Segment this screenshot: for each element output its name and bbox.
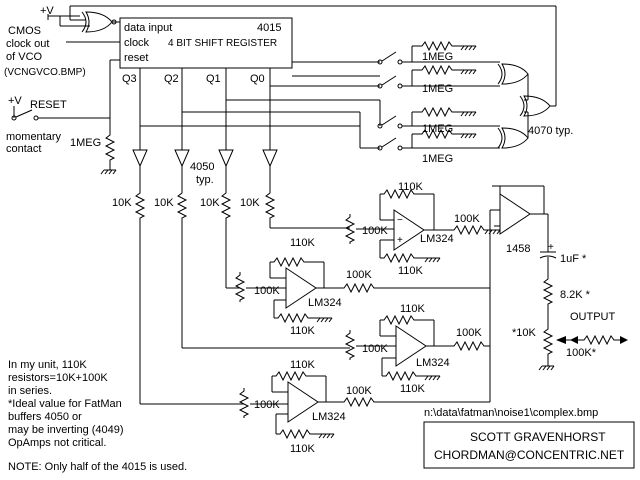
reset-resistor-label: 1MEG	[70, 137, 101, 149]
r100k-out-label: 100K*	[566, 347, 597, 359]
q0-label: Q0	[250, 73, 265, 85]
xor-gate-c	[519, 95, 551, 117]
summing-amp-1458	[484, 185, 548, 402]
one-meg-resistors	[411, 41, 477, 148]
vco-file-label: (VCNGVCO.BMP)	[4, 67, 86, 78]
q0-feedback-label: 110K	[398, 181, 424, 193]
note-line-4: *Ideal value for FatMan	[8, 398, 122, 410]
q3-pot-label: 100K	[254, 399, 280, 411]
output-label: OUTPUT	[570, 311, 616, 323]
q1-opamp-label: LM324	[308, 297, 342, 309]
cap-label: 1uF *	[560, 253, 587, 265]
of-vco-label: of VCO	[6, 51, 43, 63]
sr-clock: clock	[124, 37, 150, 49]
q1-label: Q1	[206, 73, 221, 85]
clock-out-label: clock out	[6, 38, 49, 50]
sr-data-input: data input	[124, 22, 172, 34]
note-line-1: In my unit, 110K	[8, 359, 87, 371]
q3-gnd-label: 110K	[290, 443, 316, 455]
svg-text:+: +	[397, 235, 403, 246]
op1458-label: 1458	[506, 243, 530, 255]
buffer-q1	[218, 149, 234, 167]
r10k-label-1: 10K	[112, 197, 132, 209]
note-line-7: OpAmps not critical.	[8, 437, 106, 449]
switch-bank	[359, 51, 500, 151]
q2-opamp-label: LM324	[416, 357, 450, 369]
q0-sum-label: 100K	[454, 213, 480, 225]
shift-register-4015	[119, 17, 293, 69]
input-xor-gate	[81, 11, 113, 33]
q2-feedback-label: 110K	[400, 303, 426, 315]
vplus-top-label: +V	[40, 5, 54, 17]
author-box	[423, 421, 635, 469]
q1-pot-label: 100K	[254, 285, 280, 297]
file-path: n:\data\fatman\noise1\complex.bmp	[424, 407, 598, 419]
r1meg-label-4: 1MEG	[422, 153, 453, 165]
vplus-reset-label: +V	[8, 95, 22, 107]
buffer-q3	[132, 149, 148, 167]
momentary-label: momentary	[6, 131, 62, 143]
buffer-typ-label: typ.	[196, 174, 214, 186]
xor-gate-a	[497, 63, 529, 85]
q0-gnd-label: 110K	[398, 265, 424, 277]
q3-sum-label: 100K	[346, 385, 372, 397]
q2-label: Q2	[164, 73, 179, 85]
r1meg-label-1: 1MEG	[422, 51, 453, 63]
pot10k-label: *10K	[512, 327, 537, 339]
buffer-q0	[262, 149, 278, 167]
note-line-6: may be inverting (4049)	[8, 424, 124, 436]
r10k-q0	[265, 189, 275, 221]
note-line-2: resistors=10K+100K	[8, 372, 108, 384]
reset-resistor	[105, 131, 115, 163]
q1-gnd-label: 110K	[290, 325, 316, 337]
stage-q0: −+	[269, 189, 500, 263]
q1-feedback-label: 110K	[290, 237, 316, 249]
stage-q1	[225, 220, 490, 323]
q1-sum-label: 100K	[346, 269, 372, 281]
r10k-q1	[221, 189, 231, 221]
reset-label: RESET	[30, 99, 67, 111]
r10k-q2	[177, 189, 187, 221]
reset-ground	[100, 169, 117, 175]
xor-gate-b	[497, 127, 529, 149]
q2-pot-label: 100K	[362, 343, 388, 355]
r10k-label-3: 10K	[200, 197, 220, 209]
q2-gnd-label: 110K	[400, 383, 426, 395]
q0-pot-label: 100K	[362, 225, 388, 237]
output-chain	[538, 214, 628, 371]
r82k-label: 8.2K *	[560, 289, 591, 301]
r1meg-label-2: 1MEG	[422, 83, 453, 95]
q3-feedback-label: 110K	[290, 359, 316, 371]
q-output-wires	[139, 61, 380, 150]
q2-sum-label: 100K	[456, 327, 482, 339]
stage-q2	[181, 220, 491, 381]
xor-type-label: 4070 typ.	[528, 125, 573, 137]
buffer-type-label: 4050	[190, 161, 214, 173]
author-email: CHORDMAN@CONCENTRIC.NET	[434, 448, 625, 462]
sr-reset: reset	[124, 52, 148, 64]
buffer-q2	[174, 149, 190, 167]
r1meg-label-3: 1MEG	[422, 123, 453, 135]
svg-text:−: −	[397, 215, 403, 226]
q0-opamp-label: LM324	[420, 233, 454, 245]
sr-part-number: 4015	[257, 22, 281, 34]
author-name: SCOTT GRAVENHORST	[470, 430, 606, 444]
q3-opamp-label: LM324	[312, 411, 346, 423]
reset-switch	[11, 59, 120, 132]
contact-label: contact	[6, 143, 41, 155]
r10k-label-4: 10K	[240, 197, 260, 209]
cap-plus: +	[548, 242, 554, 253]
note-line-5: buffers 4050 or	[8, 411, 82, 423]
stage-q3	[139, 220, 490, 439]
xor-tree-wires	[69, 5, 557, 138]
cmos-label: CMOS	[8, 25, 41, 37]
r10k-q3	[135, 189, 145, 221]
note-line-3: in series.	[8, 385, 52, 397]
note-line-8: NOTE: Only half of the 4015 is used.	[8, 461, 187, 473]
sr-title: 4 BIT SHIFT REGISTER	[168, 38, 277, 49]
r10k-label-2: 10K	[154, 197, 174, 209]
q3-label: Q3	[122, 73, 137, 85]
